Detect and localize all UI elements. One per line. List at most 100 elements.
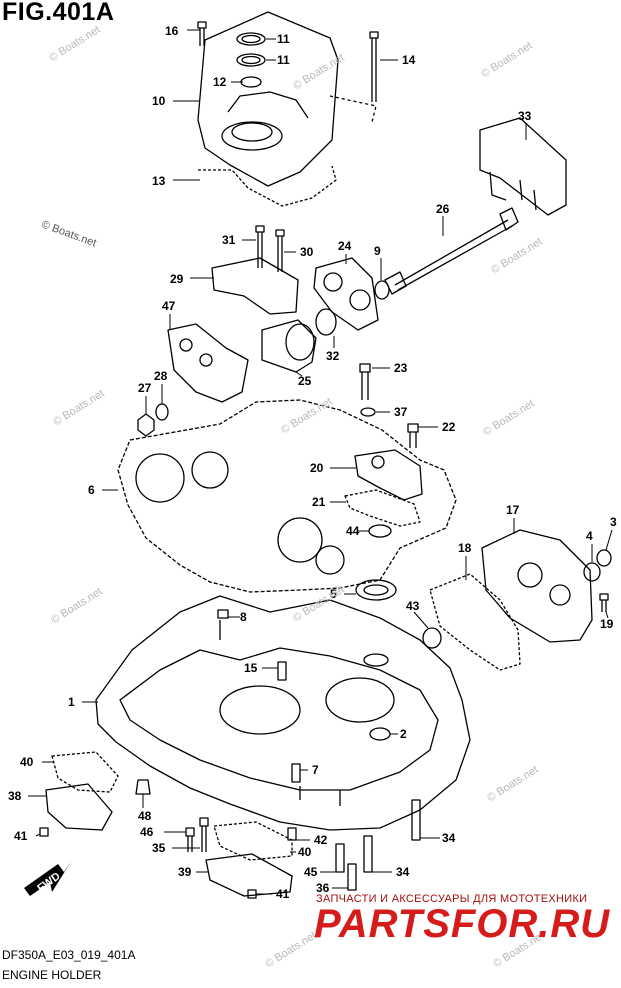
callout-number: 7	[312, 763, 319, 777]
bolt-34a	[411, 799, 421, 841]
plug-48	[135, 779, 151, 795]
callout-number: 3	[610, 515, 617, 529]
part-drawings	[39, 11, 612, 899]
cover-boss	[221, 121, 283, 151]
callout-number: 8	[240, 610, 247, 624]
callout-number: 36	[316, 881, 330, 895]
callout-number: 14	[402, 53, 416, 67]
part-20	[354, 449, 423, 501]
bolt-19	[599, 593, 609, 612]
callout-number: 9	[374, 244, 381, 258]
bracket-47	[167, 323, 249, 403]
gasket-21	[344, 489, 421, 527]
cover-17	[481, 529, 593, 643]
callout-number: 2	[400, 727, 407, 741]
washer	[240, 76, 262, 88]
ring-3	[596, 549, 612, 567]
engine-holder-1	[95, 595, 471, 831]
bolt-31	[255, 225, 265, 268]
seal-32	[315, 308, 337, 336]
bolt-41-bottom	[247, 889, 257, 899]
callout-number: 27	[138, 381, 152, 395]
callout-number: 38	[8, 789, 22, 803]
diagram-name: ENGINE HOLDER	[2, 968, 102, 982]
callout-number: 41	[276, 887, 290, 901]
callout-number: 16	[165, 24, 179, 38]
callout-number: 19	[600, 617, 614, 631]
engine-mount-33	[479, 117, 567, 216]
figure-title: FIG.401A	[2, 0, 115, 26]
callout-number: 13	[152, 174, 166, 188]
seal-4	[583, 562, 601, 582]
cover-38	[45, 783, 113, 831]
callout-number: 10	[152, 94, 166, 108]
bolt-23	[359, 363, 371, 400]
washer-28	[155, 403, 169, 421]
holder-plate-24	[313, 257, 379, 331]
callout-number: 42	[314, 833, 328, 847]
oil-seal-a	[236, 32, 266, 46]
callout-number: 43	[406, 599, 420, 613]
callout-number: 29	[170, 272, 184, 286]
callout-number: 44	[346, 524, 360, 538]
callout-number: 34	[442, 831, 456, 845]
callout-number: 39	[178, 865, 192, 879]
bolt-16	[197, 21, 207, 46]
callout-number: 11	[277, 32, 290, 46]
callout-number: 37	[394, 405, 408, 419]
callout-number: 46	[140, 825, 154, 839]
dowel-7	[291, 763, 301, 783]
callout-number: 40	[20, 755, 34, 769]
callout-number: 35	[152, 841, 166, 855]
callout-number: 45	[304, 865, 318, 879]
callout-number: 6	[88, 483, 95, 497]
partsfor-logo: PARTSFOR.RU	[314, 902, 611, 946]
callout-number: 24	[338, 239, 352, 253]
main-gasket-6	[117, 399, 457, 593]
callout-number: 47	[162, 299, 176, 313]
cover-39	[205, 853, 293, 897]
bolt-34b	[363, 835, 373, 873]
bracket-29	[211, 257, 299, 315]
callout-number: 21	[312, 495, 326, 509]
callout-number: 31	[222, 233, 236, 247]
bolt-41-left	[39, 827, 49, 837]
callout-number: 20	[310, 461, 324, 475]
callout-number: 40	[298, 845, 312, 859]
cover-gasket	[198, 165, 337, 207]
partsfor-subtitle: ЗАПЧАСТИ И АКСЕССУАРЫ ДЛЯ МОТОТЕХНИКИ	[316, 893, 588, 905]
o-ring-5	[355, 579, 397, 601]
callout-number: 4	[586, 529, 593, 543]
gasket-18	[429, 573, 521, 671]
bolt-46	[185, 827, 195, 852]
callout-number: 25	[298, 374, 312, 388]
callout-number: 28	[154, 369, 168, 383]
diagram-code: DF350A_E03_019_401A	[2, 948, 136, 962]
callout-number: 5	[330, 587, 337, 601]
callout-number: 23	[394, 361, 408, 375]
bolt-30	[275, 229, 285, 272]
callout-number: 18	[458, 541, 472, 555]
callout-number: 22	[442, 420, 456, 434]
through-shaft	[394, 219, 513, 291]
bolt-36	[347, 863, 357, 891]
oil-seal-b	[236, 53, 266, 67]
dowel-15	[277, 661, 287, 681]
gasket-40-bottom	[213, 821, 293, 861]
callout-number: 12	[213, 75, 227, 89]
callout-number: 15	[244, 661, 258, 675]
callout-number: 48	[138, 809, 152, 823]
callout-number: 34	[396, 865, 410, 879]
bushing-25	[261, 319, 317, 373]
callout-number: 1	[68, 695, 75, 709]
seal-43	[422, 627, 442, 649]
dowel-42	[287, 827, 297, 841]
callout-number: 32	[326, 349, 340, 363]
bolt-35	[199, 817, 209, 852]
callout-number: 17	[506, 503, 520, 517]
callout-number: 41	[14, 829, 28, 843]
nut-27	[137, 413, 155, 437]
o-ring-44	[368, 524, 392, 538]
